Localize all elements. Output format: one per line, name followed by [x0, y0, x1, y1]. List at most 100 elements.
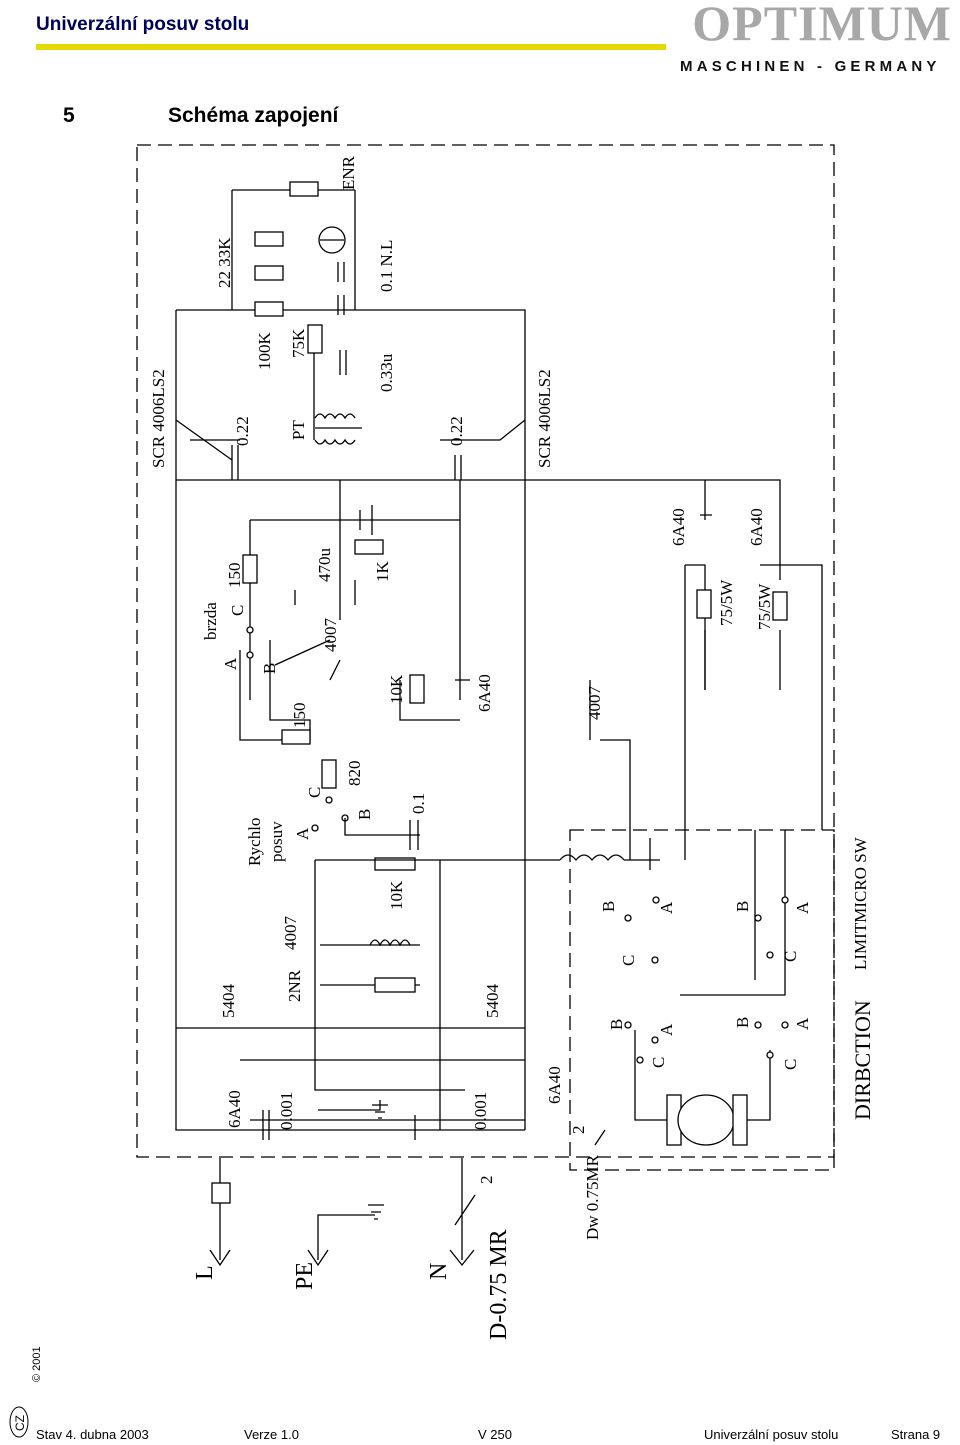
header-title: Univerzální posuv stolu — [36, 14, 250, 35]
direction-contacts — [624, 896, 789, 1064]
label-in-l: L — [192, 1265, 218, 1280]
label-cable: D-0.75 MR — [486, 1229, 512, 1340]
resistor-75k — [307, 324, 323, 354]
label-rapid-a: A — [293, 827, 312, 840]
section-title: Schéma zapojení — [168, 104, 339, 127]
label-dir-a3: A — [793, 901, 812, 914]
capacitor-033 — [313, 350, 347, 440]
wire — [176, 309, 526, 1130]
label-820: 820 — [345, 761, 364, 787]
fuse — [211, 1182, 231, 1204]
label-nl: 0.1 N.L — [377, 240, 396, 292]
wire — [525, 479, 781, 540]
logo-brand: OPTIMUM — [692, 0, 952, 51]
footer-page: Strana 9 — [891, 1427, 941, 1442]
header-rule — [36, 44, 666, 50]
wire — [399, 679, 470, 721]
label-6a40-right1: 6A40 — [669, 508, 688, 546]
brake-contact — [246, 626, 254, 634]
label-in-pe: PE — [292, 1262, 318, 1290]
label-direction: DIRBCTION — [850, 1000, 875, 1120]
label-75k: 75K — [289, 328, 308, 358]
motor-armature — [677, 1094, 735, 1146]
rapid-contact — [311, 824, 319, 832]
label-dir-a1: A — [657, 901, 676, 914]
scr-bottom — [440, 419, 526, 480]
label-4007-mid: 4007 — [321, 618, 340, 653]
label-01-rapid: 0.1 — [409, 793, 428, 814]
label-0001-top: 0.001 — [277, 1092, 296, 1130]
label-two-a: 2 — [569, 1126, 588, 1135]
label-10k-low: 10K — [387, 880, 406, 910]
switch-box-dashed — [569, 829, 835, 1171]
resistor-75-5w-2 — [772, 591, 788, 621]
resistor-33k — [254, 231, 284, 247]
resistor-22 — [254, 265, 284, 281]
potentiometer-10k — [374, 857, 416, 871]
motor-field-coil — [559, 854, 625, 862]
ground-symbol — [318, 1100, 388, 1119]
wire-l — [209, 1158, 231, 1267]
choke — [320, 939, 420, 947]
label-dir-c1: C — [619, 955, 638, 966]
resistor-1k — [354, 539, 384, 555]
label-5404-top: 5404 — [219, 984, 238, 1019]
footer-version: Verze 1.0 — [244, 1427, 299, 1442]
wire-n — [449, 1158, 476, 1267]
varistor-enr — [289, 181, 319, 197]
footer-doc: Univerzální posuv stolu — [704, 1427, 839, 1442]
wire — [314, 859, 560, 1130]
label-rychlo: Rychlo — [245, 818, 264, 866]
label-enr: ENR — [339, 155, 358, 190]
resistor-10k-mid — [409, 674, 425, 704]
resistor-150-left — [281, 729, 311, 745]
pulse-transformer — [314, 413, 356, 445]
footer-model: V 250 — [478, 1427, 512, 1442]
label-dir-b3: B — [733, 901, 752, 912]
label-scr-top: SCR 4006LS2 — [149, 369, 168, 468]
wire — [624, 838, 660, 870]
wire — [684, 565, 781, 860]
label-dir-a4: A — [793, 1017, 812, 1030]
label-2nr: 2NR — [285, 969, 304, 1002]
wire — [176, 1027, 525, 1091]
capacitor-01 — [337, 262, 345, 315]
label-6a40-right2: 6A40 — [747, 508, 766, 546]
capacitor-01-rapid — [344, 818, 420, 850]
label-limit-micro-sw: LIMITMICRO SW — [851, 836, 870, 970]
label-brake-a: A — [221, 657, 240, 670]
label-two-b: 2 — [477, 1176, 496, 1185]
wire — [249, 480, 461, 700]
label-6a40-mid: 6A40 — [475, 674, 494, 712]
wire-pe — [307, 1204, 384, 1267]
label-brake-c: C — [228, 605, 247, 616]
resistor-150-top — [242, 554, 258, 584]
label-6a40-motor: 6A40 — [545, 1066, 564, 1104]
label-scr-bottom: SCR 4006LS2 — [535, 369, 554, 468]
footer-status: Stav 4. dubna 2003 — [36, 1427, 149, 1442]
wire — [274, 639, 341, 681]
label-75-5w-2: 75/5W — [755, 583, 774, 630]
label-rapid-b: B — [355, 809, 374, 820]
optimum-logo: OPTIMUM MASCHINEN - GERMANY — [668, 0, 960, 80]
label-6a40-low: 6A40 — [225, 1090, 244, 1128]
capacitor-0001 — [250, 1110, 525, 1140]
label-dir-b2: B — [607, 1019, 626, 1030]
label-4007-right: 4007 — [585, 686, 604, 721]
rapid-contact — [325, 796, 333, 804]
section-number: 5 — [63, 104, 75, 127]
copyright-badge: CZ — [13, 1415, 27, 1431]
label-1k: 1K — [373, 561, 392, 583]
copyright-block: © 2001 CZ — [9, 1340, 50, 1438]
label-470u: 470u — [315, 548, 334, 583]
label-022-top: 0.22 — [233, 416, 252, 446]
label-dir-c2: C — [649, 1057, 668, 1068]
resistor-100k — [254, 301, 284, 317]
label-dir-c4: C — [781, 1059, 800, 1070]
label-in-n: N — [426, 1263, 452, 1280]
motor-brush — [732, 1094, 748, 1146]
zener-2nr — [374, 977, 416, 993]
label-10k-mid: 10K — [387, 674, 406, 704]
label-0001-bot: 0.001 — [471, 1092, 490, 1130]
capacitor-470u — [294, 505, 373, 605]
